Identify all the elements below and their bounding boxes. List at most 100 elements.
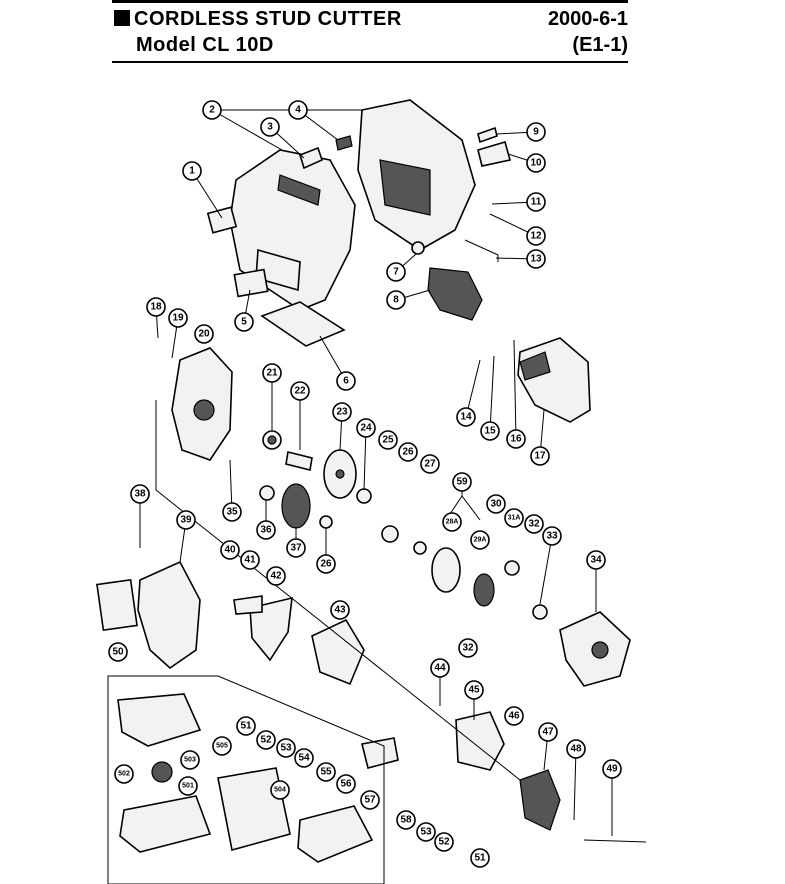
gear-29A [473,573,495,607]
svg-text:51: 51 [240,721,252,732]
svg-text:59: 59 [456,477,468,488]
spring-4 [335,135,353,151]
blade-47 [519,769,561,831]
svg-text:44: 44 [434,663,446,674]
svg-text:42: 42 [270,571,282,582]
callout-21: 21 [262,363,282,383]
callout-51a: 51 [236,716,256,736]
callout-53b: 53 [416,822,436,842]
pin-49 [583,839,647,843]
svg-text:31A: 31A [508,515,521,522]
gear-28A [431,547,461,593]
callout-9: 9 [526,122,546,142]
callout-5: 5 [234,312,254,332]
title-bullet-square [114,10,130,26]
svg-text:55: 55 [320,767,332,778]
callout-29A: 29A [470,530,490,550]
svg-text:40: 40 [224,545,236,556]
callout-20: 20 [194,324,214,344]
svg-text:502: 502 [118,771,130,778]
callout-52a: 52 [256,730,276,750]
bearing-24 [356,488,372,504]
callout-42: 42 [266,566,286,586]
washer-27 [413,541,427,555]
switch-8 [427,267,483,321]
svg-text:4: 4 [295,105,301,116]
charger-502 [119,795,212,853]
header-bottom-rule [112,61,628,63]
svg-text:32: 32 [528,519,540,530]
svg-text:19: 19 [172,313,184,324]
svg-text:58: 58 [400,815,412,826]
svg-text:41: 41 [244,555,256,566]
callout-1: 1 [182,161,202,181]
housing-right-shell [357,99,476,251]
callout-33: 33 [542,526,562,546]
callout-8: 8 [386,290,406,310]
svg-text:43: 43 [334,605,346,616]
svg-text:505: 505 [216,743,228,750]
svg-text:22: 22 [294,386,306,397]
svg-text:23: 23 [336,407,348,418]
svg-text:5: 5 [241,317,247,328]
blade-holder-45 [455,711,505,771]
svg-text:503: 503 [184,757,196,764]
callout-7: 7 [386,262,406,282]
callout-34: 34 [586,550,606,570]
callout-11: 11 [526,192,546,212]
label-1 [206,206,238,234]
adapter-501 [151,761,173,783]
svg-text:26: 26 [402,447,414,458]
callout-56: 56 [336,774,356,794]
callout-49: 49 [602,759,622,779]
svg-text:39: 39 [180,515,192,526]
svg-text:3: 3 [267,122,273,133]
bearing-21 [262,430,282,450]
callout-32b: 32 [458,638,478,658]
holder-43 [311,618,365,686]
svg-text:52: 52 [438,837,450,848]
svg-text:9: 9 [533,127,539,138]
callout-24: 24 [356,418,376,438]
callout-26a: 26 [398,442,418,462]
pinion-22 [285,451,313,471]
callout-12: 12 [526,226,546,246]
accessory-group-frame [107,675,385,884]
svg-text:13: 13 [530,254,542,265]
callout-40: 40 [220,540,240,560]
svg-text:47: 47 [542,727,554,738]
callout-10: 10 [526,153,546,173]
label-5 [233,268,269,298]
plate-42 [249,596,293,662]
svg-text:48: 48 [570,744,582,755]
svg-text:49: 49 [606,764,618,775]
callout-14: 14 [456,407,476,427]
callout-4: 4 [288,100,308,120]
callout-23: 23 [332,402,352,422]
svg-text:8: 8 [393,295,399,306]
svg-text:57: 57 [364,795,376,806]
cutter-57 [361,737,399,769]
svg-text:30: 30 [490,499,502,510]
bearing-31A [504,560,520,576]
callout-17: 17 [530,446,550,466]
callout-16: 16 [506,429,526,449]
svg-text:32: 32 [462,643,474,654]
callout-58: 58 [396,810,416,830]
bearing-25 [381,525,399,543]
gear-37 [281,483,311,529]
svg-text:14: 14 [460,412,472,423]
callout-43: 43 [330,600,350,620]
callout-37: 37 [286,538,306,558]
svg-text:38: 38 [134,489,146,500]
svg-text:51: 51 [474,853,486,864]
callout-18: 18 [146,297,166,317]
charger-505 [117,693,202,747]
spindle-41 [233,595,263,615]
callout-38: 38 [130,484,150,504]
callout-48: 48 [566,739,586,759]
svg-text:17: 17 [534,451,546,462]
callout-25: 25 [378,430,398,450]
washer-26 [319,515,333,529]
callout-35: 35 [222,502,242,522]
